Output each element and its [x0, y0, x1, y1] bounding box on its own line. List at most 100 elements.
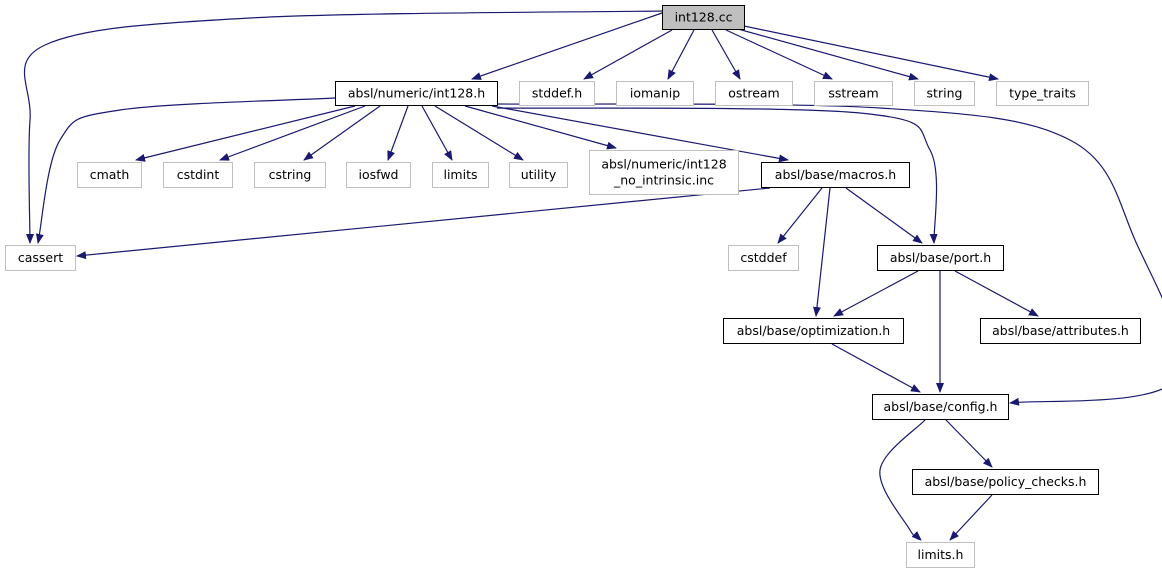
node-box [335, 81, 498, 106]
node-ostream: ostream [715, 81, 793, 106]
node-label: absl/base/port.h [890, 250, 991, 265]
edge-macros-h-to-cassert [76, 187, 771, 260]
edge-int128-h-to-config-h [496, 103, 1162, 406]
node-config-h[interactable]: absl/base/config.h [872, 394, 1009, 420]
edge-macros-h-to-optimization-h [813, 187, 831, 317]
node-label: absl/numeric/int128.h [348, 86, 485, 101]
node-macros-h[interactable]: absl/base/macros.h [761, 162, 910, 188]
node-no-intrinsic: absl/numeric/int128_no_intrinsic.inc [589, 150, 739, 195]
node-box [346, 162, 411, 188]
node-box [5, 245, 76, 271]
node-label: limits.h [918, 547, 964, 562]
node-label: cstdint [177, 167, 220, 182]
node-port-h[interactable]: absl/base/port.h [877, 245, 1004, 271]
node-box [254, 162, 326, 188]
node-box [509, 162, 568, 188]
node-label: absl/numeric/int128 [601, 157, 726, 172]
edge-int128-h-to-no-intrinsic [464, 105, 617, 150]
node-cstddef: cstddef [728, 245, 799, 271]
edge-int128-h-to-cstdint [219, 105, 366, 161]
edge-int128-cc-to-type-traits [743, 25, 999, 82]
node-label: sstream [828, 86, 878, 101]
node-box [519, 81, 595, 106]
node-cstdint: cstdint [163, 162, 233, 188]
edge-int128-h-to-iosfwd [387, 105, 409, 161]
edge-int128-cc-to-string [737, 28, 919, 81]
edge-int128-cc-to-ostream [711, 29, 741, 80]
edge-int128-cc-to-iomanip [667, 29, 695, 80]
node-box [163, 162, 233, 188]
edge-macros-h-to-port-h [845, 187, 923, 244]
node-label: limits [443, 167, 477, 182]
node-iomanip: iomanip [616, 81, 694, 106]
node-cmath: cmath [77, 162, 142, 188]
edge-int128-cc-to-cassert [23, 10, 663, 244]
node-label: cstddef [740, 250, 787, 265]
node-label: cassert [18, 250, 63, 265]
node-layer: int128.cc absl/numeric/int128.h stddef.h io… [5, 5, 1141, 568]
edge-config-h-to-limits-h [879, 419, 926, 541]
node-iosfwd: iosfwd [346, 162, 411, 188]
node-label: type_traits [1009, 86, 1076, 101]
edge-macros-h-to-cstddef [777, 187, 823, 244]
edge-int128-h-to-cstring [303, 105, 381, 161]
edge-int128-cc-to-stddef-h [583, 29, 673, 80]
node-box [723, 318, 904, 344]
edge-int128-cc-to-sstream [725, 29, 833, 80]
node-box [616, 81, 694, 106]
node-label: utility [521, 167, 557, 182]
node-label: iosfwd [359, 167, 399, 182]
node-label: absl/base/config.h [884, 399, 998, 414]
node-label: iomanip [630, 86, 680, 101]
edge-int128-h-to-port-h [496, 107, 938, 244]
edge-int128-h-to-cmath [135, 105, 356, 162]
node-sstream: sstream [814, 81, 893, 106]
node-stddef-h: stddef.h [519, 81, 595, 106]
node-box [980, 318, 1141, 344]
edge-port-h-to-attributes-h [954, 270, 1039, 317]
node-int128-cc[interactable]: int128.cc [662, 5, 745, 30]
node-int128-h[interactable]: absl/numeric/int128.h [335, 81, 498, 106]
node-box [728, 245, 799, 271]
node-box [715, 81, 793, 106]
node-box [77, 162, 142, 188]
node-box [906, 542, 975, 568]
node-box [877, 245, 1004, 271]
node-box [432, 162, 489, 188]
edge-config-h-to-policy-checks-h [945, 419, 993, 468]
node-label: absl/base/attributes.h [992, 323, 1129, 338]
node-optimization-h[interactable]: absl/base/optimization.h [723, 318, 904, 344]
node-label: absl/base/macros.h [775, 167, 896, 182]
node-box [662, 5, 745, 30]
edge-policy-checks-h-to-limits-h [949, 494, 993, 541]
edge-int128-cc-to-int128-h [471, 12, 663, 80]
node-box [912, 469, 1099, 495]
node-limits: limits [432, 162, 489, 188]
edge-port-h-to-optimization-h [833, 270, 919, 317]
node-box [872, 394, 1009, 420]
node-box [914, 81, 975, 106]
node-label: int128.cc [675, 10, 733, 25]
node-label: _no_intrinsic.inc [613, 173, 714, 188]
node-attributes-h[interactable]: absl/base/attributes.h [980, 318, 1141, 344]
node-label: cstring [269, 167, 312, 182]
node-label: ostream [728, 86, 779, 101]
node-box [589, 150, 739, 195]
node-box [814, 81, 893, 106]
node-policy-checks-h[interactable]: absl/base/policy_checks.h [912, 469, 1099, 495]
node-cstring: cstring [254, 162, 326, 188]
node-label: string [927, 86, 963, 101]
node-label: absl/base/policy_checks.h [925, 474, 1087, 489]
edge-int128-h-to-limits [421, 105, 453, 161]
node-box [761, 162, 910, 188]
node-string: string [914, 81, 975, 106]
node-box [996, 81, 1089, 106]
node-label: cmath [90, 167, 130, 182]
node-utility: utility [509, 162, 568, 188]
node-label: stddef.h [532, 86, 582, 101]
node-cassert: cassert [5, 245, 76, 271]
edge-int128-h-to-cassert [35, 97, 336, 244]
node-limits-h: limits.h [906, 542, 975, 568]
edge-int128-h-to-utility [434, 105, 524, 161]
